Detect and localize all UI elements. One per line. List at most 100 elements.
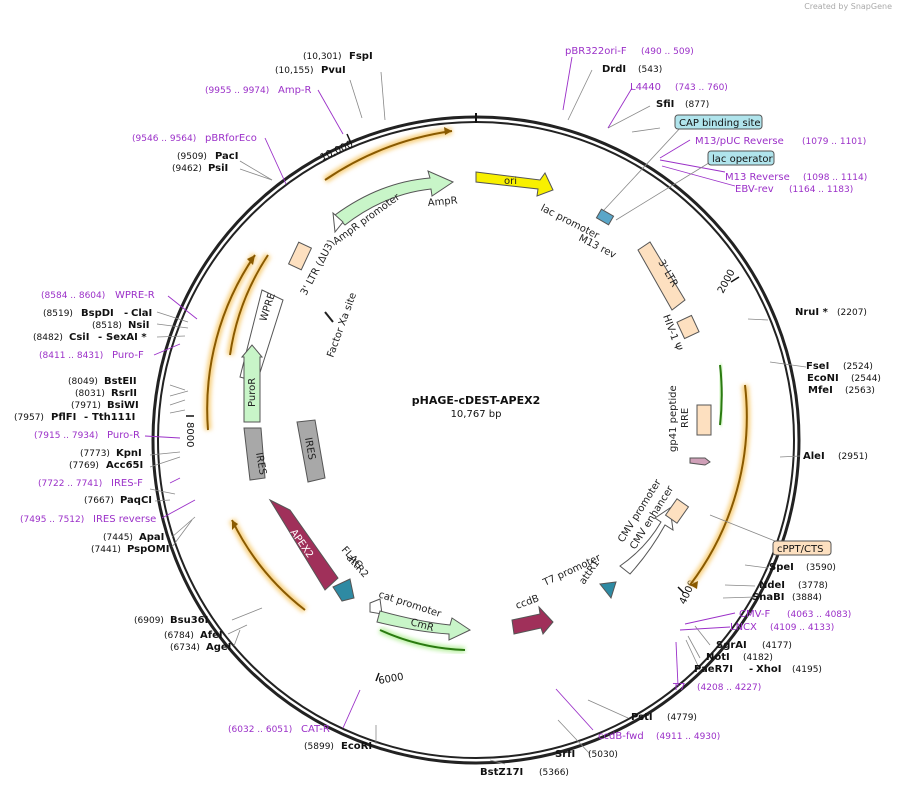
enzyme-pos: (9509) — [177, 152, 207, 162]
enzyme-name: PstI — [631, 712, 653, 723]
hiv-psi-feature — [676, 314, 700, 340]
enzyme-name: FseI — [806, 361, 829, 372]
primer-range: (4109 .. 4133) — [770, 623, 834, 633]
cppt-cts-label: cPPT/CTS — [777, 544, 823, 555]
enzyme-pos: (7667) — [84, 496, 114, 506]
enzyme-pos: (877) — [685, 100, 709, 110]
enzyme-pos: (6784) — [164, 631, 194, 641]
enzyme-name: PsiI — [208, 163, 228, 174]
primer-name: T7 — [672, 682, 685, 693]
primer-range: (9546 .. 9564) — [132, 134, 196, 144]
ampr-promoter-feature — [332, 211, 344, 234]
primer-name: pBR322ori-F — [565, 46, 627, 57]
primer-range: (743 .. 760) — [675, 83, 728, 93]
ires-label-2: IRES — [302, 437, 317, 461]
enzyme-name: PspOMI — [127, 544, 169, 555]
enzyme-name: SfiI — [656, 99, 674, 110]
enzyme-name: Tth111I — [92, 412, 135, 423]
enzyme-pos: (7773) — [80, 449, 110, 459]
apex2-feature — [268, 498, 339, 591]
tick-label-2000: 2000 — [716, 268, 738, 296]
enzyme-pos: (4195) — [792, 665, 822, 675]
feature-shapes — [239, 170, 712, 641]
ires-label: IRES — [253, 452, 268, 476]
primer-leaders — [144, 56, 736, 731]
enzyme-pos: (2207) — [837, 308, 867, 318]
primer-range: (4063 .. 4083) — [787, 610, 851, 620]
plasmid-size: 10,767 bp — [451, 409, 502, 420]
3-ltr-du3-feature — [287, 241, 313, 271]
enzyme-name: SexAI * — [106, 332, 147, 343]
primer-range: (1164 .. 1183) — [789, 185, 853, 195]
svg-text:-: - — [124, 308, 128, 319]
enzyme-labels: (10,301)FspI (10,155)PvuI (9509)PacI (94… — [14, 51, 881, 778]
enzyme-pos: (3778) — [798, 581, 828, 591]
enzyme-name: SgrAI — [716, 640, 747, 651]
enzyme-pos: (7957) — [14, 413, 44, 423]
enzyme-pos: (5030) — [588, 750, 618, 760]
gp41-label: gp41 peptide — [668, 385, 679, 452]
enzyme-pos: (8049) — [68, 377, 98, 387]
enzyme-name: PacI — [215, 151, 238, 162]
primer-range: (7915 .. 7934) — [34, 431, 98, 441]
enzyme-name: DrdI — [602, 64, 626, 75]
cmv-feature — [619, 507, 674, 575]
primer-name: ccdB-fwd — [598, 731, 644, 742]
enzyme-pos: (5899) — [304, 742, 334, 752]
enzyme-name: BspDI — [81, 308, 114, 319]
enzyme-pos: (8031) — [75, 389, 105, 399]
factor-xa-label: Factor Xa site — [325, 291, 359, 359]
enzyme-pos: (8482) — [33, 333, 63, 343]
primer-name: Puro-R — [107, 430, 140, 441]
primer-range: (4911 .. 4930) — [656, 732, 720, 742]
enzyme-name: EcoRI — [341, 741, 372, 752]
enzyme-name: BstEII — [104, 376, 137, 387]
primer-range: (8411 .. 8431) — [39, 351, 103, 361]
enzyme-name: Bsu36I — [170, 615, 208, 626]
factor-xa-mark — [324, 311, 334, 323]
ccdb-label: ccdB — [514, 593, 541, 612]
enzyme-pos: (8519) — [43, 309, 73, 319]
enzyme-name: EcoNI — [807, 373, 839, 384]
enzyme-pos: (3884) — [792, 593, 822, 603]
primer-name: pBRforEco — [205, 133, 257, 144]
primer-name: CMV-F — [739, 609, 770, 620]
plasmid-title: pHAGE-cDEST-APEX2 — [412, 394, 540, 407]
enzyme-name: PaqCI — [120, 495, 152, 506]
enzyme-name: ApaI — [139, 532, 164, 543]
attr2-feature — [332, 578, 355, 602]
cmr-feature — [376, 610, 472, 641]
orf-arcs — [203, 127, 751, 653]
primer-name: IRES-F — [111, 478, 143, 489]
enzyme-name: AleI — [803, 451, 825, 462]
svg-text:-: - — [749, 664, 753, 675]
enzyme-name: BsiWI — [107, 400, 139, 411]
enzyme-name: NotI — [706, 652, 730, 663]
primer-labels: pBR322ori-F(490 .. 509) L4440(743 .. 760… — [20, 46, 867, 742]
enzyme-pos: (3590) — [806, 563, 836, 573]
cmv-enhancer-block — [664, 498, 690, 524]
ires-feature-2 — [296, 419, 326, 483]
enzyme-name: ClaI — [131, 308, 152, 319]
enzyme-pos: (5366) — [539, 768, 569, 778]
rre-feature — [696, 404, 712, 436]
ampr-feature — [334, 170, 455, 226]
primer-range: (8584 .. 8604) — [41, 291, 105, 301]
enzyme-name: Acc65I — [106, 460, 143, 471]
puror-label: PuroR — [247, 378, 258, 407]
enzyme-name: SnaBI — [752, 592, 784, 603]
primer-name: L4440 — [630, 82, 661, 93]
primer-name: M13/pUC Reverse — [695, 136, 784, 147]
primer-name: EBV-rev — [735, 184, 774, 195]
primer-name: Amp-R — [278, 85, 312, 96]
enzyme-name: NruI * — [795, 307, 829, 318]
ires-feature — [243, 427, 266, 481]
enzyme-name: PvuI — [321, 65, 346, 76]
enzyme-pos: (7445) — [103, 533, 133, 543]
ori-feature — [475, 171, 554, 197]
ori-label: ori — [504, 176, 517, 187]
gp41-feature — [689, 457, 711, 466]
enzyme-name: BstZ17I — [480, 767, 523, 778]
enzyme-pos: (2524) — [843, 362, 873, 372]
